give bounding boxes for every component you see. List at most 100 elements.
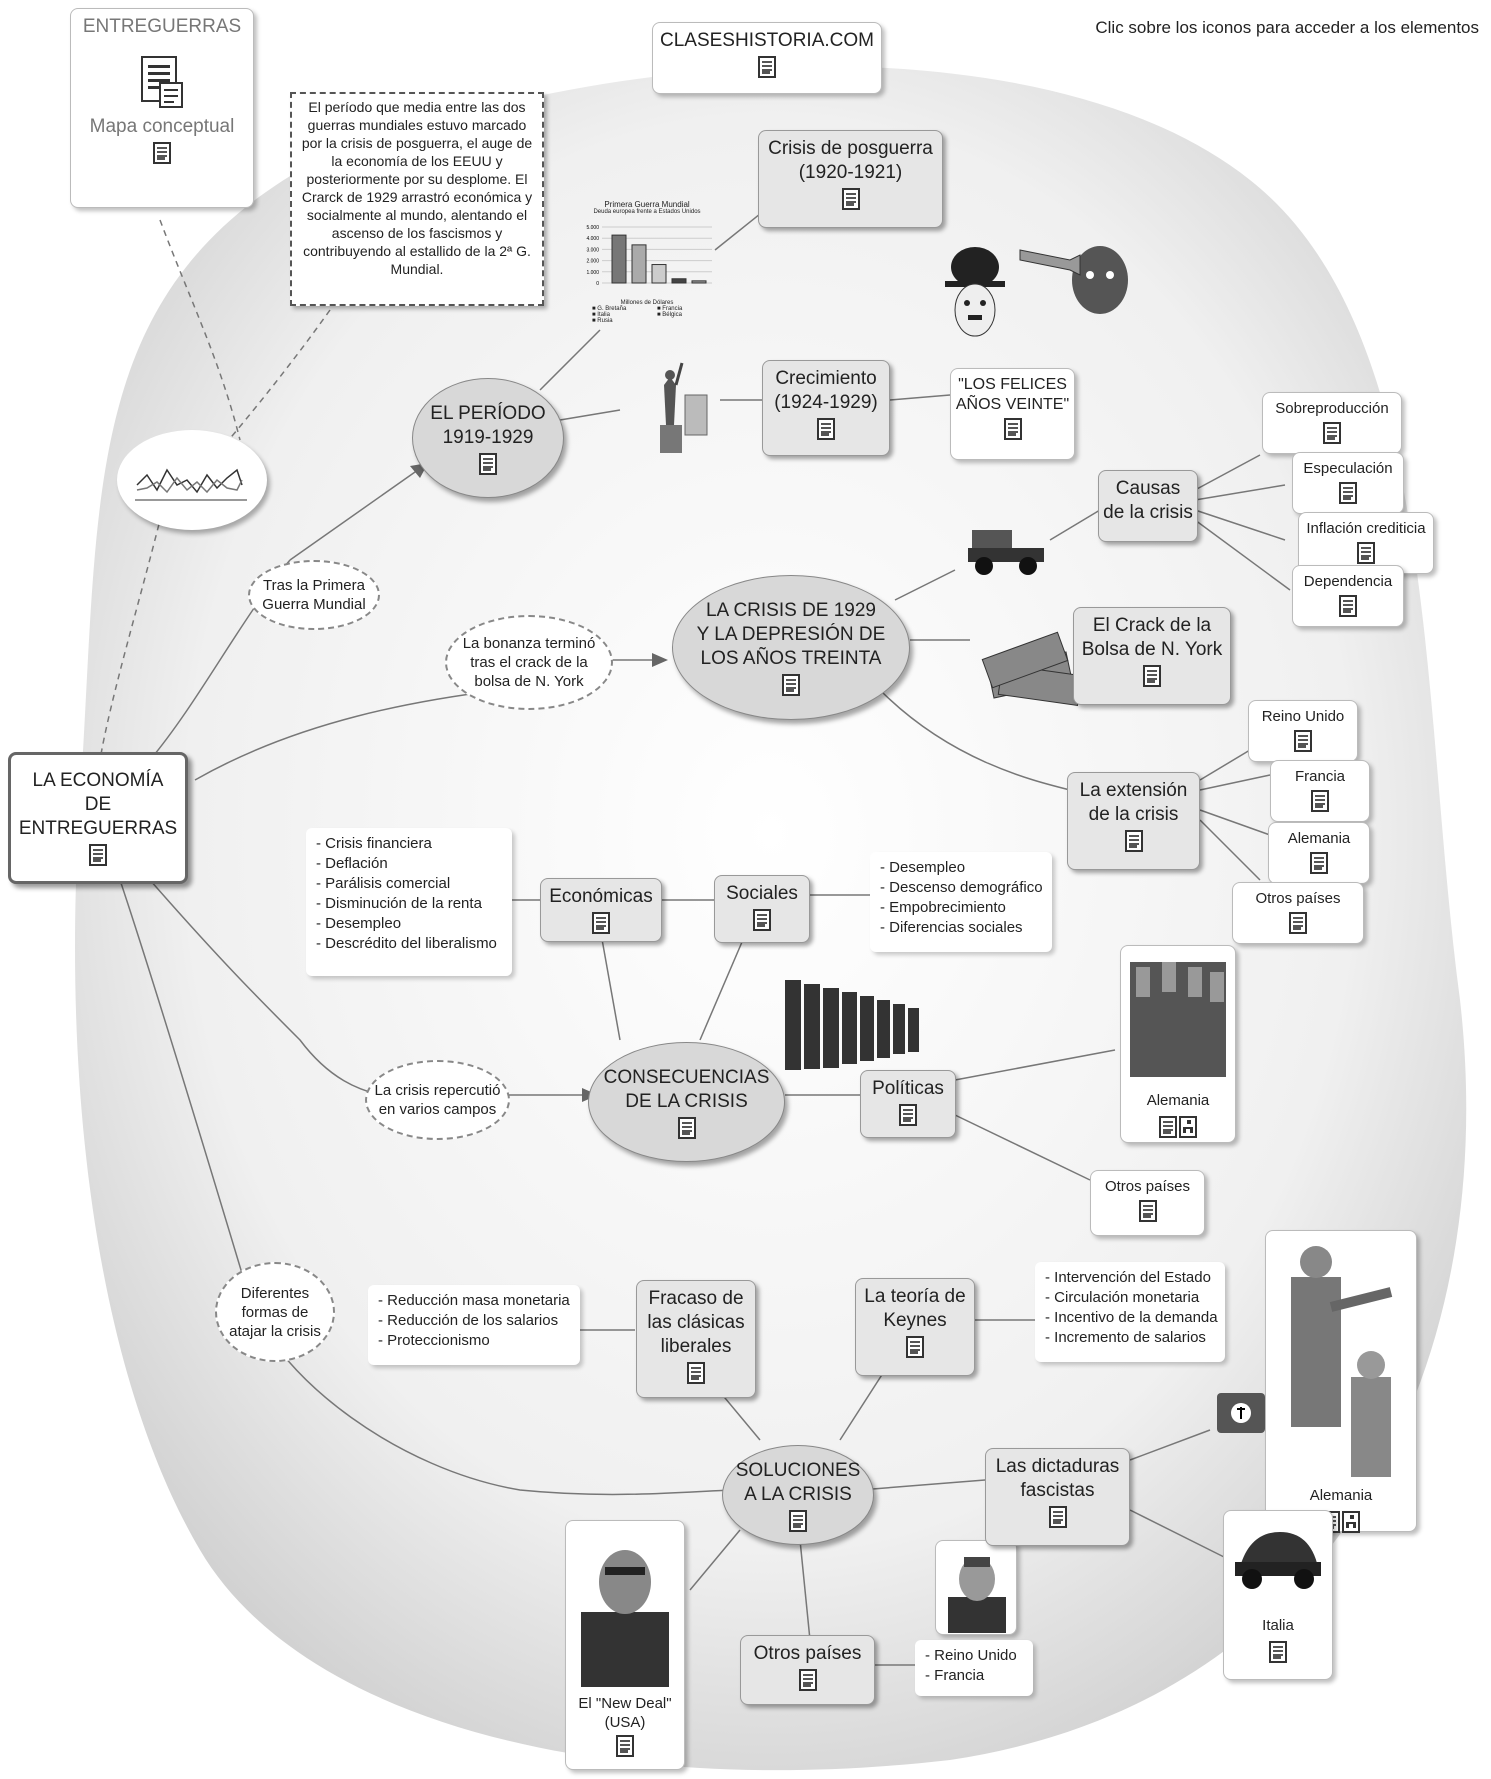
node-line: Otros países: [753, 1643, 862, 1664]
debt-chart-thumbnail[interactable]: Primera Guerra Mundial Deuda europea fre…: [572, 200, 722, 340]
italy-card[interactable]: Italia: [1223, 1510, 1333, 1680]
list-item: - Reducción de los salarios: [378, 1312, 559, 1329]
concept-map-icon[interactable]: [1179, 1116, 1197, 1138]
money-stack-image[interactable]: [980, 620, 1100, 720]
legend-entry: ■ Italia: [592, 312, 610, 318]
roosevelt-image: [581, 1550, 669, 1687]
document-icon[interactable]: [153, 142, 171, 164]
node-line: Económicas: [549, 886, 653, 907]
list-item: - Descenso demográfico: [880, 879, 1043, 896]
document-icon[interactable]: [1339, 595, 1357, 617]
document-icon[interactable]: [1294, 730, 1312, 752]
document-icon[interactable]: [677, 1116, 696, 1139]
node-line: Las dictaduras: [995, 1456, 1120, 1477]
newdeal-line1: El "New Deal": [578, 1695, 672, 1712]
document-icon[interactable]: [789, 1509, 807, 1532]
node-line: Bolsa de N. York: [1081, 639, 1223, 660]
germany-dictatorship-card[interactable]: Alemania: [1265, 1230, 1417, 1533]
new-deal-card[interactable]: El "New Deal" (USA): [565, 1520, 685, 1770]
armstrong-image[interactable]: [1010, 225, 1145, 335]
unemployed-queue-image[interactable]: [780, 960, 930, 1075]
bar: [631, 244, 647, 284]
node-line: Reino Unido: [1261, 708, 1345, 725]
document-icon[interactable]: [89, 844, 107, 866]
extension-item-3[interactable]: Otros países: [1232, 882, 1364, 944]
node-line: de la crisis: [1088, 804, 1179, 825]
document-icon[interactable]: [841, 188, 860, 210]
node-line: EL PERÍODO: [430, 402, 546, 424]
chaplin-image[interactable]: [935, 245, 1015, 355]
root-node[interactable]: LA ECONOMÍA DE ENTREGUERRAS: [8, 752, 188, 884]
document-icon[interactable]: [782, 674, 800, 696]
document-icon[interactable]: [817, 418, 835, 440]
keynes-image[interactable]: [935, 1540, 1017, 1635]
extension-node[interactable]: La extensión de la crisis: [1067, 772, 1200, 870]
vintage-car-image[interactable]: [960, 520, 1050, 580]
statue-of-liberty-image[interactable]: [630, 355, 710, 455]
document-icon[interactable]: [1269, 1641, 1287, 1663]
extension-item-2[interactable]: Alemania: [1268, 822, 1370, 884]
document-icon[interactable]: [1138, 1200, 1157, 1222]
economicas-node[interactable]: Económicas: [540, 878, 662, 942]
soluciones-otros-node[interactable]: Otros países: [740, 1635, 875, 1705]
document-icon[interactable]: [1311, 790, 1329, 812]
list-item: - Incremento de salarios: [1045, 1329, 1206, 1346]
document-icon[interactable]: [1323, 422, 1341, 444]
link-line: en varios campos: [378, 1101, 497, 1118]
document-icon[interactable]: [479, 452, 497, 475]
causas-item-3[interactable]: Dependencia: [1292, 565, 1404, 627]
fracaso-node[interactable]: Fracaso de las clásicas liberales: [636, 1280, 756, 1398]
document-icon[interactable]: [899, 1104, 917, 1126]
consecuencias-node[interactable]: CONSECUENCIAS DE LA CRISIS: [588, 1042, 785, 1162]
flag-image[interactable]: [1215, 1385, 1267, 1445]
politicas-otros-node[interactable]: Otros países: [1090, 1170, 1205, 1236]
keynes-node[interactable]: La teoría de Keynes: [855, 1278, 975, 1376]
node-line: Francia: [1294, 768, 1346, 785]
crisis29-node[interactable]: LA CRISIS DE 1929 Y LA DEPRESIÓN DE LOS …: [672, 575, 910, 720]
document-icon[interactable]: [1048, 1506, 1067, 1528]
document-icon[interactable]: [753, 909, 771, 931]
site-title: CLASESHISTORIA.COM: [660, 30, 874, 51]
document-icon[interactable]: [1124, 830, 1143, 852]
sociales-node[interactable]: Sociales: [714, 875, 810, 943]
crecimiento-node[interactable]: Crecimiento (1924-1929): [762, 360, 890, 456]
document-icon[interactable]: [798, 1669, 817, 1691]
soluciones-node[interactable]: SOLUCIONES A LA CRISIS: [722, 1445, 874, 1545]
site-link-card[interactable]: CLASESHISTORIA.COM: [652, 22, 882, 94]
document-icon[interactable]: [1143, 665, 1161, 687]
document-icon[interactable]: [1339, 482, 1357, 504]
document-icon[interactable]: [616, 1735, 634, 1757]
list-item: - Reducción masa monetaria: [378, 1292, 570, 1309]
bar: [691, 280, 707, 284]
card-label: Alemania: [1146, 1092, 1210, 1109]
node-line: AÑOS VEINTE": [955, 396, 1070, 413]
node-line: de la crisis: [1103, 502, 1193, 523]
extension-item-0[interactable]: Reino Unido: [1248, 700, 1358, 762]
list-item: - Circulación monetaria: [1045, 1289, 1200, 1306]
document-icon[interactable]: [1310, 852, 1328, 874]
document-icon[interactable]: [687, 1362, 705, 1384]
document-icon[interactable]: [1289, 912, 1307, 934]
dictaduras-node[interactable]: Las dictaduras fascistas: [985, 1448, 1130, 1546]
instruction-text: Clic sobre los iconos para acceder a los…: [1095, 18, 1479, 37]
posguerra-node[interactable]: Crisis de posguerra (1920-1921): [758, 130, 943, 228]
crack-node[interactable]: El Crack de la Bolsa de N. York: [1073, 607, 1231, 705]
causas-item-0[interactable]: Sobreproducción: [1262, 392, 1402, 454]
politicas-node[interactable]: Políticas: [860, 1070, 956, 1138]
document-icon[interactable]: [758, 56, 776, 78]
concept-map-card[interactable]: ENTREGUERRAS Mapa conceptual: [70, 8, 254, 208]
causas-node[interactable]: Causas de la crisis: [1098, 470, 1198, 542]
document-icon[interactable]: [906, 1336, 924, 1358]
concept-map-icon[interactable]: [1342, 1511, 1360, 1533]
extension-item-1[interactable]: Francia: [1270, 760, 1370, 822]
document-icon[interactable]: [1003, 418, 1022, 440]
graph-thumbnail[interactable]: [117, 430, 267, 530]
felices-node[interactable]: "LOS FELICES AÑOS VEINTE": [950, 368, 1075, 460]
causas-item-1[interactable]: Especulación: [1292, 452, 1404, 514]
document-icon[interactable]: [1357, 542, 1375, 564]
germany-politics-card[interactable]: Alemania: [1120, 945, 1236, 1143]
document-icon[interactable]: [592, 912, 610, 934]
periodo-node[interactable]: EL PERÍODO 1919-1929: [412, 378, 564, 498]
document-icon[interactable]: [1159, 1116, 1177, 1138]
causas-item-2[interactable]: Inflación crediticia: [1298, 512, 1434, 574]
